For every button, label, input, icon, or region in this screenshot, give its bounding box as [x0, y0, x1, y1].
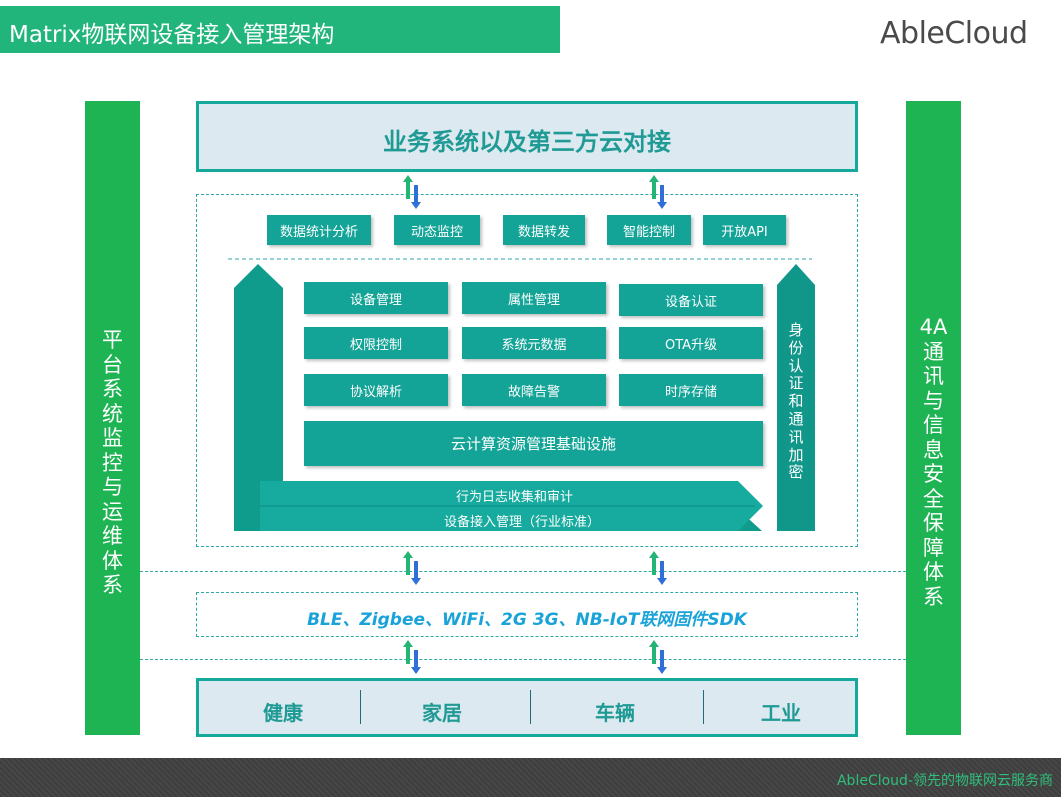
page-title: Matrix物联网设备接入管理架构: [9, 22, 335, 48]
bidirectional-arrow-icon: [403, 551, 421, 585]
bidirectional-arrow-icon: [649, 175, 667, 209]
industry-vehicle: 车辆: [595, 701, 635, 725]
industry-divider: [360, 690, 361, 724]
industry-health: 健康: [263, 701, 303, 725]
business-integration-box: 业务系统以及第三方云对接: [196, 101, 858, 172]
service-open-api: 开放API: [703, 215, 786, 245]
module-system-metadata: 系统元数据: [462, 327, 606, 359]
l-arrow-front: [260, 306, 763, 531]
service-dynamic-monitoring: 动态监控: [394, 215, 480, 245]
firmware-sdk-box: BLE、Zigbee、WiFi、2G 3G、NB-IoT联网固件SDK: [196, 592, 858, 637]
audit-label: 行为日志收集和审计: [456, 490, 574, 505]
platform-monitoring-bar: 平 台 系 统 监 控 与 运 维 体 系: [85, 101, 140, 735]
bidirectional-arrow-icon: [649, 551, 667, 585]
industry-home: 家居: [422, 701, 462, 725]
ablecloud-logo: AbleCloud: [880, 16, 1028, 51]
bidirectional-arrow-icon: [403, 640, 421, 674]
module-ota-upgrade: OTA升级: [619, 327, 763, 359]
auth-bar-shape: [777, 264, 815, 531]
module-fault-alarm: 故障告警: [462, 374, 606, 406]
industry-divider: [703, 690, 704, 724]
connector-line: [140, 571, 906, 572]
service-smart-control: 智能控制: [607, 215, 691, 245]
bidirectional-arrow-icon: [649, 640, 667, 674]
connector-line: [140, 659, 906, 660]
firmware-sdk-label: BLE、Zigbee、WiFi、2G 3G、NB-IoT联网固件SDK: [307, 610, 747, 630]
footer-bar: AbleCloud-领先的物联网云服务商: [0, 758, 1061, 797]
security-assurance-label: 4A 通 讯 与 信 息 安 全 保 障 体 系: [919, 315, 948, 609]
auth-encryption-label: 身 份 认 证 和 通 讯 加 密: [788, 321, 804, 482]
bidirectional-arrow-icon: [403, 175, 421, 209]
module-protocol-parsing: 协议解析: [304, 374, 448, 406]
industry-divider: [530, 690, 531, 724]
platform-frame: [196, 194, 858, 547]
footer-tagline: AbleCloud-领先的物联网云服务商: [836, 773, 1053, 789]
module-attribute-management: 属性管理: [462, 282, 606, 314]
platform-monitoring-label: 平 台 系 统 监 控 与 运 维 体 系: [102, 328, 123, 597]
industry-industrial: 工业: [761, 701, 801, 725]
service-data-forwarding: 数据转发: [503, 215, 585, 245]
module-permission-control: 权限控制: [304, 327, 448, 359]
cloud-infrastructure-bar: 云计算资源管理基础设施: [304, 421, 763, 466]
business-integration-label: 业务系统以及第三方云对接: [383, 128, 671, 156]
access-management-label: 设备接入管理（行业标准）: [444, 515, 601, 530]
service-data-statistics: 数据统计分析: [267, 215, 371, 245]
module-timeseries-storage: 时序存储: [619, 374, 763, 406]
title-bar: Matrix物联网设备接入管理架构: [0, 6, 560, 53]
module-device-authentication: 设备认证: [619, 284, 763, 316]
industries-box: 健康 家居 车辆 工业: [196, 678, 858, 737]
security-assurance-bar: 4A 通 讯 与 信 息 安 全 保 障 体 系: [906, 101, 961, 735]
module-device-management: 设备管理: [304, 282, 448, 314]
